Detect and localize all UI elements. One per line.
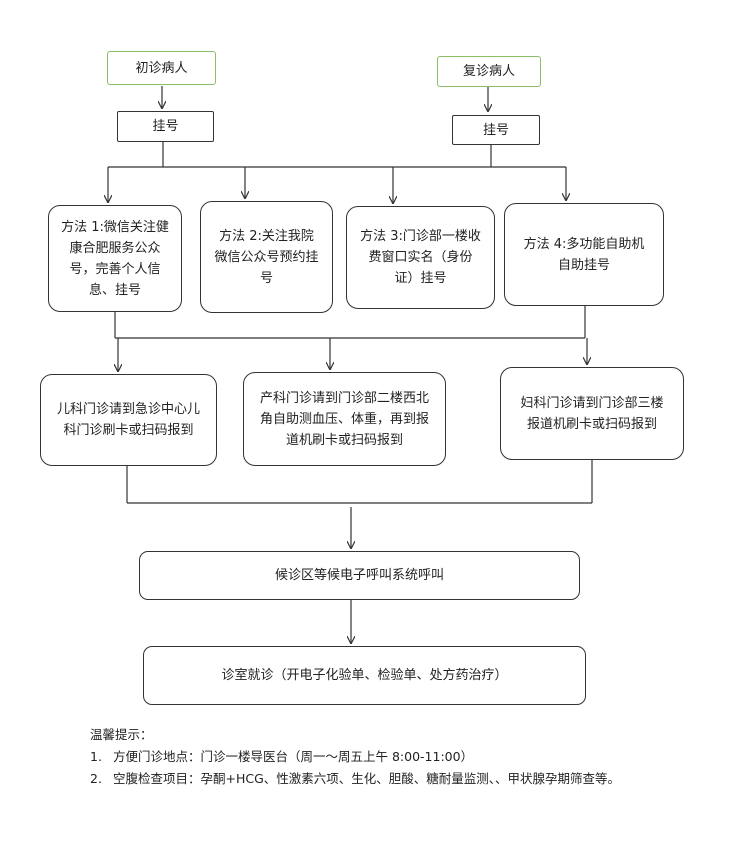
first-visit-node: 初诊病人	[107, 51, 216, 85]
method2-node: 方法 2:关注我院微信公众号预约挂号	[200, 201, 333, 313]
tips-section: 温馨提示： 1. 方便门诊地点：门诊一楼导医台（周一～周五上午 8:00-11:0…	[90, 724, 690, 790]
method3-node: 方法 3:门诊部一楼收费窗口实名（身份证）挂号	[346, 206, 495, 309]
gynecology-node: 妇科门诊请到门诊部三楼报道机刷卡或扫码报到	[500, 367, 684, 460]
tip-text: 空腹检查项目：孕酮+HCG、性激素六项、生化、胆酸、糖耐量监测、、甲状腺孕期筛查…	[113, 771, 621, 786]
tip-number: 1.	[90, 749, 102, 764]
return-visit-node: 复诊病人	[437, 56, 541, 87]
tip-text: 方便门诊地点：门诊一楼导医台（周一～周五上午 8:00-11:00）	[113, 749, 474, 764]
tip-item-1: 1. 方便门诊地点：门诊一楼导医台（周一～周五上午 8:00-11:00）	[90, 746, 690, 768]
consult-node: 诊室就诊（开电子化验单、检验单、处方药治疗）	[143, 646, 586, 705]
waiting-node: 候诊区等候电子呼叫系统呼叫	[139, 551, 580, 600]
tip-item-2: 2. 空腹检查项目：孕酮+HCG、性激素六项、生化、胆酸、糖耐量监测、、甲状腺孕期…	[90, 768, 690, 790]
method4-node: 方法 4:多功能自助机自助挂号	[504, 203, 664, 306]
obstetrics-node: 产科门诊请到门诊部二楼西北角自助测血压、体重，再到报道机刷卡或扫码报到	[243, 372, 446, 466]
tip-number: 2.	[90, 771, 102, 786]
tips-title: 温馨提示：	[90, 727, 153, 742]
register-node-right: 挂号	[452, 115, 540, 145]
register-node-left: 挂号	[117, 111, 214, 142]
method1-node: 方法 1:微信关注健康合肥服务公众号，完善个人信息、挂号	[48, 205, 182, 312]
pediatrics-node: 儿科门诊请到急诊中心儿科门诊刷卡或扫码报到	[40, 374, 217, 466]
